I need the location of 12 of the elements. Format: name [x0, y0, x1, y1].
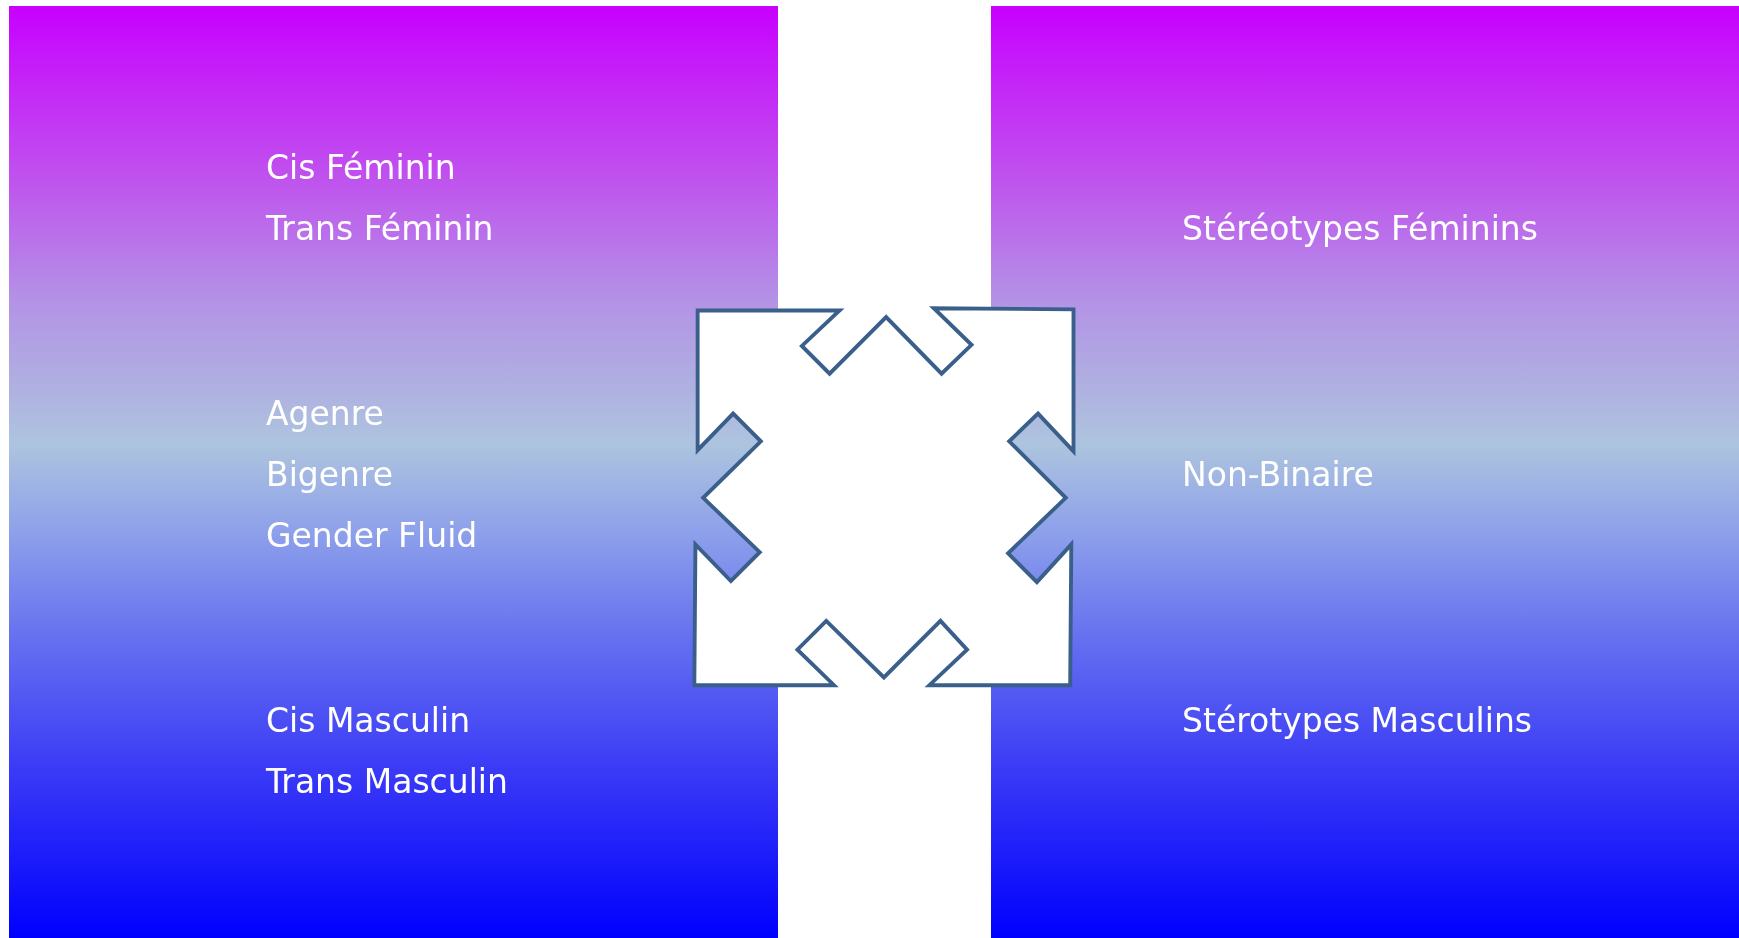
- category-text: Agenre: [266, 394, 384, 434]
- category-text: Stéréotypes Féminins: [1182, 209, 1538, 249]
- category-text: Trans Féminin: [266, 209, 494, 249]
- category-text: Trans Masculin: [266, 762, 508, 802]
- category-text: Stérotypes Masculins: [1182, 701, 1532, 741]
- category-text: Gender Fluid: [266, 516, 478, 556]
- category-text: Non-Binaire: [1182, 455, 1374, 495]
- gradient-panel: [991, 6, 1739, 938]
- category-text: Bigenre: [266, 455, 394, 495]
- gradient-panel: [9, 6, 778, 938]
- category-text: Cis Féminin: [266, 148, 456, 188]
- category-text: Cis Masculin: [266, 701, 471, 741]
